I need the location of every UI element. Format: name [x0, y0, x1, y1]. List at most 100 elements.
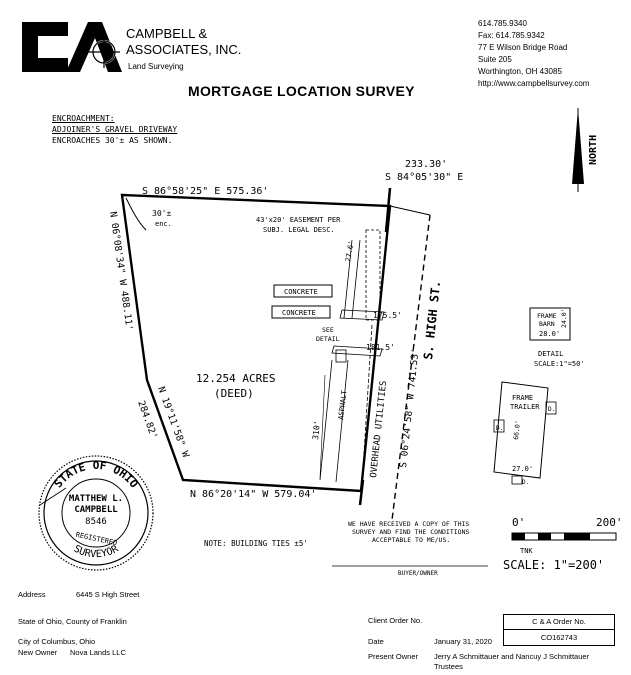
trailer-door-bottom: [511, 475, 523, 485]
contact-city: Worthington, OH 43085: [478, 67, 562, 76]
scale-initials: TNK: [520, 547, 533, 555]
north-label: NORTH: [588, 135, 599, 165]
encroachment-line1: ADJOINER'S GRAVEL DRIVEWAY: [52, 125, 178, 134]
asphalt-edge-right: [335, 359, 349, 483]
state-county-value: State of Ohio, County of Franklin: [18, 617, 127, 626]
acknowledge-line1: WE HAVE RECEIVED A COPY OF THIS: [348, 520, 469, 528]
present-owner-label: Present Owner: [368, 652, 419, 661]
dimension-1755-label: 175.5': [373, 311, 402, 320]
dimension-310-label: 310': [311, 420, 322, 440]
encroach-enc-label: enc.: [155, 220, 172, 228]
present-owner-value-line1: Jerry A Schmittauer and Nancuy J Schmitt…: [434, 652, 590, 661]
contact-block: 614.785.9340 Fax: 614.785.9342 77 E Wils…: [478, 18, 589, 90]
encroachment-driveway: [125, 197, 147, 231]
address-label: Address: [18, 590, 46, 599]
acreage-deed-label: (DEED): [214, 387, 254, 400]
concrete-label-1: CONCRETE: [284, 288, 318, 296]
trailer-door-right: [545, 401, 557, 415]
encroach-distance-label: 30'±: [152, 209, 171, 218]
pin-marker-bottom: [358, 479, 365, 506]
contact-web[interactable]: http://www.campbellsurvey.com: [478, 79, 590, 88]
drive-entrance-lower: [331, 345, 383, 357]
overhead-utility-line: [361, 324, 373, 486]
address-value: 6445 S High Street: [76, 590, 140, 599]
frame-barn-label-2: BARN: [539, 320, 555, 328]
encroachment-note: ENCROACHMENT: ADJOINER'S GRAVEL DRIVEWAY…: [52, 113, 177, 146]
company-name-line1: CAMPBELL &: [126, 26, 208, 41]
frame-barn-label-1: FRAME: [537, 312, 557, 320]
acknowledge-line2: SURVEY AND FIND THE CONDITIONS: [352, 528, 469, 536]
drive-line-b: [351, 239, 361, 319]
street-name-label: S. HIGH ST.: [421, 280, 443, 361]
door-label-left: D.: [496, 425, 503, 432]
top-right-bearing-label: S 84°05'30" E: [385, 172, 463, 183]
contact-phone: 614.785.9340: [478, 19, 527, 28]
concrete-pad-2: [271, 305, 331, 319]
present-owner-value-line2: Trustees: [434, 662, 463, 671]
small-structure: [335, 349, 347, 363]
trailer-width-label: 27.0': [512, 465, 533, 473]
acknowledge-line3: ACCEPTABLE TO ME/US.: [372, 536, 450, 544]
dimension-1815-label: 181.5': [366, 343, 395, 352]
buyer-owner-label: BUYER/OWNER: [398, 570, 438, 577]
top-right-distance-label: 233.30': [405, 159, 447, 170]
company-logo: [18, 14, 126, 78]
detail-label: DETAIL: [538, 350, 563, 358]
see-detail-label-1: SEE: [322, 326, 334, 334]
easement-label-line1: 43'x20' EASEMENT PER: [256, 216, 341, 224]
frame-barn: [529, 307, 571, 341]
date-label: Date: [368, 637, 384, 646]
seal-state-path: STATE OF OHIO: [51, 459, 140, 491]
dimension-276-label: 27.6': [344, 240, 356, 262]
company-name: CAMPBELL & ASSOCIATES, INC.: [126, 26, 241, 58]
barn-height-label: 24.0': [560, 308, 568, 328]
property-boundary: [120, 193, 392, 493]
door-label-bottom: D.: [522, 479, 529, 486]
pin-marker-top: [384, 187, 392, 233]
date-value: January 31, 2020: [434, 637, 492, 646]
easement-area: [365, 229, 381, 321]
contact-address1: 77 E Wilson Bridge Road: [478, 43, 568, 52]
top-bearing-label: S 86°58'25" E 575.36': [142, 186, 268, 197]
logo-graphic: [22, 22, 122, 72]
see-detail-label-2: DETAIL: [316, 335, 340, 343]
easement-label-line2: SUBJ. LEGAL DESC.: [263, 226, 335, 234]
right-of-way-line: [391, 214, 431, 521]
asphalt-label: ASPHALT: [337, 389, 349, 420]
new-owner-value: Nova Lands LLC: [70, 648, 126, 657]
left-lower-bearing-label: N 19°11'58" W: [155, 385, 191, 459]
company-name-line2: ASSOCIATES, INC.: [126, 42, 242, 57]
seal-registered: REGISTERED: [75, 531, 118, 548]
north-arrow-icon: [572, 108, 584, 192]
scale-zero-label: 0': [512, 516, 525, 529]
seal-surveyor-text: SURVEYOR: [72, 543, 122, 560]
building-ties-note: NOTE: BUILDING TIES ±5': [204, 539, 308, 548]
overhead-utilities-label: OVERHEAD UTILITIES: [369, 380, 389, 478]
right-bearing-label: S 06°24'58" W 741.53': [398, 348, 421, 469]
left-bearing-label: N 06°08'34" W 488.11': [107, 211, 135, 331]
drive-entrance-upper: [339, 309, 385, 321]
concrete-label-2: CONCRETE: [282, 309, 316, 317]
acreage-label: 12.254 ACRES: [196, 372, 275, 385]
seal-name-line2: CAMPBELL: [74, 505, 118, 515]
scale-text: SCALE: 1"=200': [503, 558, 604, 572]
top-extension-line: [389, 205, 431, 216]
encroachment-heading: ENCROACHMENT:: [52, 114, 115, 123]
door-label-right: D.: [548, 406, 555, 413]
concrete-pad-1: [273, 284, 333, 298]
company-tagline: Land Surveying: [128, 62, 184, 71]
dimension-line-310: [319, 374, 326, 479]
scale-max-label: 200': [596, 516, 623, 529]
encroachment-line2: ENCROACHES 30'± AS SHOWN.: [52, 136, 173, 145]
ca-order-label: C & A Order No.: [504, 615, 614, 630]
detail-scale-label: SCALE:1"=50': [534, 360, 585, 368]
trailer-height-label: 66.0': [512, 420, 522, 440]
seal-number: 8546: [85, 517, 107, 527]
surveyor-seal: STATE OF OHIO SURVEYOR MATTHEW L. CAMPBE…: [38, 455, 154, 571]
trailer-label-2: TRAILER: [510, 403, 540, 411]
seal-name-line1: MATTHEW L.: [69, 494, 123, 504]
seal-state-text: STATE OF OHIO: [51, 459, 140, 491]
asphalt-edge-left: [319, 359, 333, 481]
trailer-label-1: FRAME: [512, 394, 533, 402]
